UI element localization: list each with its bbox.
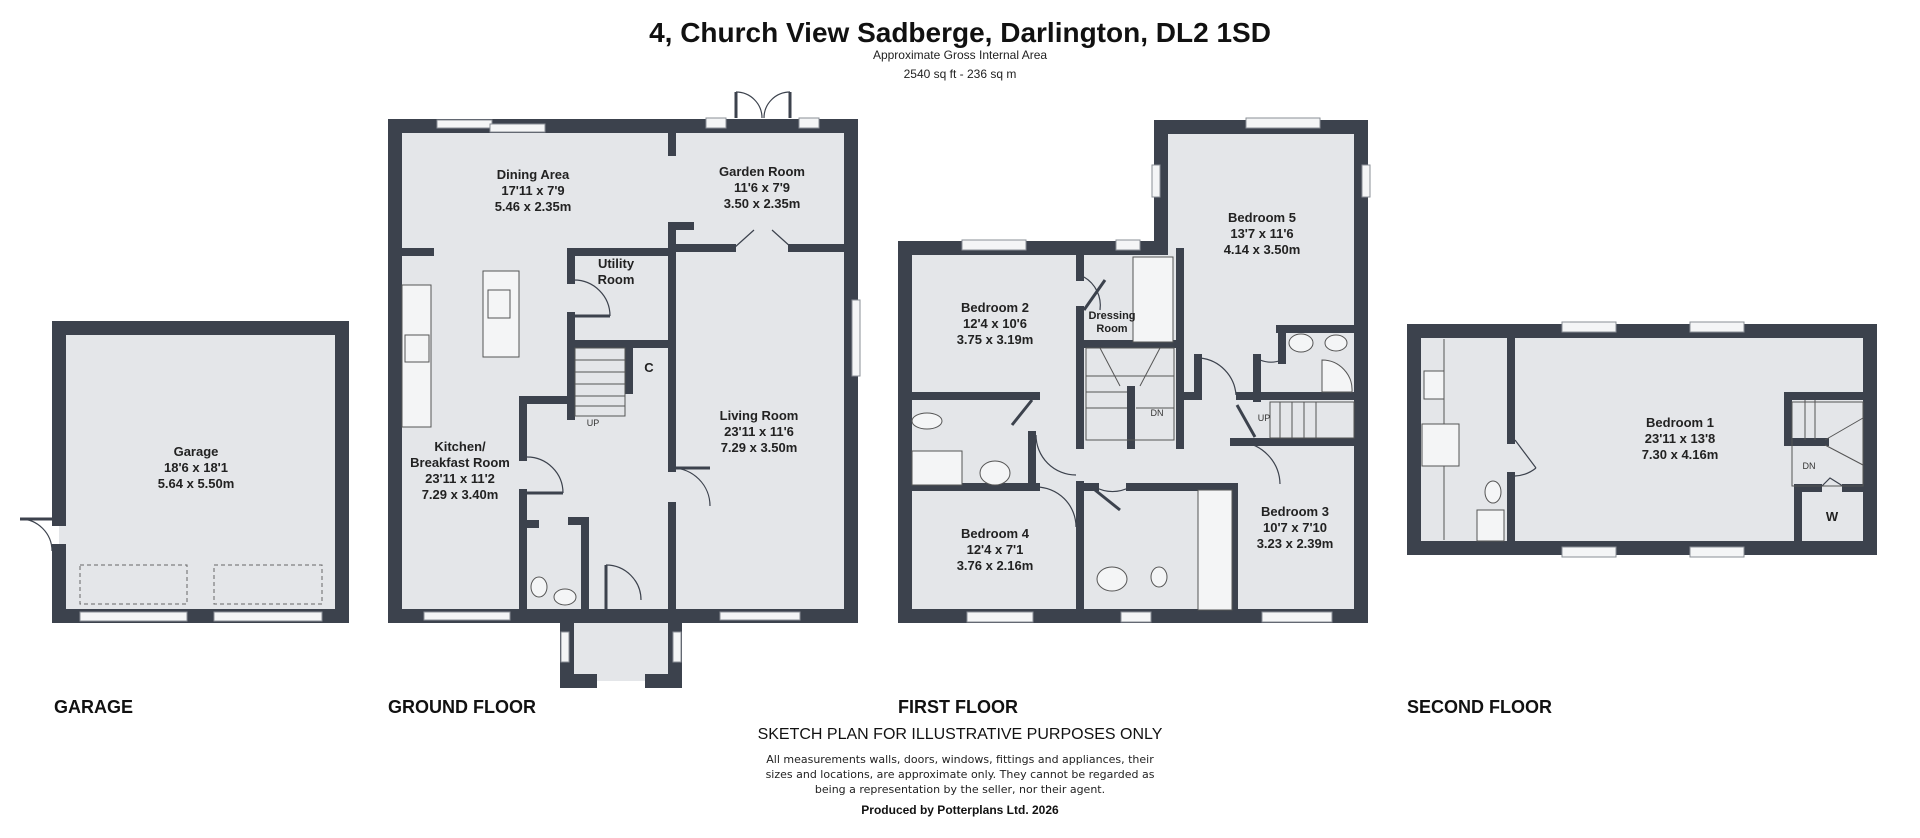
sketch-notice: SKETCH PLAN FOR ILLUSTRATIVE PURPOSES ON… [758, 726, 1163, 743]
stair-down-label: DN [1803, 461, 1816, 471]
svg-text:7.29 x 3.40m: 7.29 x 3.40m [422, 487, 499, 502]
svg-text:5.64 x 5.50m: 5.64 x 5.50m [158, 476, 235, 491]
svg-text:3.23 x 2.39m: 3.23 x 2.39m [1257, 536, 1334, 551]
svg-text:Breakfast Room: Breakfast Room [410, 455, 510, 470]
svg-text:11'6 x 7'9: 11'6 x 7'9 [734, 180, 790, 195]
svg-text:Bedroom 2: Bedroom 2 [961, 300, 1029, 315]
svg-text:Bedroom 1: Bedroom 1 [1646, 415, 1714, 430]
svg-text:Dressing: Dressing [1088, 310, 1135, 322]
room-label-bedroom-3: Bedroom 3 10'7 x 7'10 3.23 x 2.39m [1257, 504, 1334, 551]
garage-label: Garage 18'6 x 18'1 5.64 x 5.50m [158, 444, 235, 491]
room-label-bedroom-1: Bedroom 1 23'11 x 13'8 7.30 x 4.16m [1642, 415, 1719, 462]
property-address: 4, Church View Sadberge, Darlington, DL2… [649, 17, 1271, 48]
floor-label-second: SECOND FLOOR [1407, 697, 1552, 717]
svg-text:Bedroom 5: Bedroom 5 [1228, 210, 1296, 225]
svg-text:4.14 x 3.50m: 4.14 x 3.50m [1224, 242, 1301, 257]
disclaimer-line: being a representation by the seller, no… [815, 783, 1105, 796]
svg-text:12'4 x 7'1: 12'4 x 7'1 [967, 542, 1024, 557]
stair-down-label: DN [1151, 408, 1164, 418]
room-label-bedroom-4: Bedroom 4 12'4 x 7'1 3.76 x 2.16m [957, 526, 1034, 573]
room-label-dining-area: Dining Area 17'11 x 7'9 5.46 x 2.35m [495, 167, 572, 214]
garage-plan: Garage 18'6 x 18'1 5.64 x 5.50m [19, 321, 349, 623]
svg-text:Garden Room: Garden Room [719, 164, 805, 179]
svg-text:23'11 x 13'8: 23'11 x 13'8 [1645, 431, 1716, 446]
svg-text:Living Room: Living Room [720, 408, 799, 423]
disclaimer-line: sizes and locations, are approximate onl… [766, 768, 1155, 781]
svg-text:5.46 x 2.35m: 5.46 x 2.35m [495, 199, 572, 214]
svg-text:17'11 x 7'9: 17'11 x 7'9 [501, 183, 564, 198]
room-label-wardrobe: W [1826, 509, 1839, 524]
stair-up-label: UP [587, 418, 600, 428]
ground-floor-plan: Dining Area 17'11 x 7'9 5.46 x 2.35m Gar… [388, 91, 861, 688]
svg-text:10'7 x 7'10: 10'7 x 7'10 [1263, 520, 1327, 535]
svg-text:23'11 x 11'2: 23'11 x 11'2 [425, 471, 495, 486]
svg-text:3.50 x 2.35m: 3.50 x 2.35m [724, 196, 801, 211]
room-label-bedroom-2: Bedroom 2 12'4 x 10'6 3.75 x 3.19m [957, 300, 1034, 347]
svg-text:3.76 x 2.16m: 3.76 x 2.16m [957, 558, 1034, 573]
svg-text:18'6 x 18'1: 18'6 x 18'1 [164, 460, 228, 475]
svg-text:Bedroom 4: Bedroom 4 [961, 526, 1030, 541]
room-label-utility-room: Utility Room [598, 256, 635, 287]
room-label-living-room: Living Room 23'11 x 11'6 7.29 x 3.50m [720, 408, 799, 455]
room-label-cupboard: C [644, 360, 654, 375]
svg-text:Garage: Garage [174, 444, 219, 459]
producer-credit: Produced by Potterplans Ltd. 2026 [861, 803, 1059, 817]
floor-label-ground: GROUND FLOOR [388, 697, 536, 717]
svg-text:7.29 x 3.50m: 7.29 x 3.50m [721, 440, 798, 455]
floor-label-first: FIRST FLOOR [898, 697, 1018, 717]
svg-text:Room: Room [1096, 323, 1127, 335]
area-value: 2540 sq ft - 236 sq m [904, 67, 1017, 81]
room-label-dressing-room: Dressing Room [1088, 310, 1135, 335]
room-label-kitchen: Kitchen/ Breakfast Room 23'11 x 11'2 7.2… [410, 439, 510, 502]
stair-up-label: UP [1258, 413, 1271, 423]
svg-text:7.30 x 4.16m: 7.30 x 4.16m [1642, 447, 1719, 462]
disclaimer-line: All measurements walls, doors, windows, … [766, 753, 1154, 766]
svg-text:Dining Area: Dining Area [497, 167, 570, 182]
svg-text:13'7 x 11'6: 13'7 x 11'6 [1230, 226, 1293, 241]
svg-text:Kitchen/: Kitchen/ [434, 439, 486, 454]
room-label-bedroom-5: Bedroom 5 13'7 x 11'6 4.14 x 3.50m [1224, 210, 1301, 257]
first-floor-plan: Bedroom 5 13'7 x 11'6 4.14 x 3.50m Bedro… [898, 117, 1371, 623]
garage-side-door [19, 518, 53, 552]
area-caption: Approximate Gross Internal Area [873, 48, 1047, 62]
room-label-garden-room: Garden Room 11'6 x 7'9 3.50 x 2.35m [719, 164, 805, 211]
svg-text:23'11 x 11'6: 23'11 x 11'6 [724, 424, 794, 439]
floor-label-garage: GARAGE [54, 697, 133, 717]
svg-text:3.75 x 3.19m: 3.75 x 3.19m [957, 332, 1034, 347]
svg-text:Bedroom 3: Bedroom 3 [1261, 504, 1329, 519]
svg-text:Utility: Utility [598, 256, 635, 271]
second-floor-plan: Bedroom 1 23'11 x 13'8 7.30 x 4.16m W DN [1407, 321, 1877, 558]
svg-text:12'4 x 10'6: 12'4 x 10'6 [963, 316, 1027, 331]
svg-text:Room: Room [598, 272, 635, 287]
